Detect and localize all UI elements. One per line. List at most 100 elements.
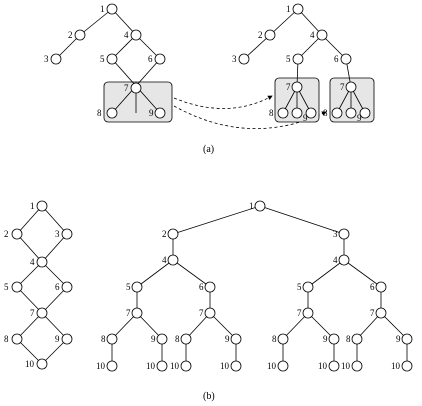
node-unlabeled bbox=[291, 107, 303, 119]
label-5: 5 bbox=[4, 282, 9, 292]
panel-a-left-graph: 1 2 3 4 5 6 7 8 9 bbox=[44, 3, 173, 123]
label-5: 5 bbox=[286, 54, 291, 64]
label-2: 2 bbox=[68, 30, 73, 40]
node-10 bbox=[351, 360, 363, 372]
node-4 bbox=[338, 254, 350, 266]
node-3 bbox=[238, 53, 250, 65]
node-7 bbox=[375, 307, 387, 319]
node-7 bbox=[291, 81, 303, 93]
label-8: 8 bbox=[4, 334, 9, 344]
tree-edge bbox=[307, 312, 335, 340]
label-8: 8 bbox=[272, 334, 277, 344]
label-4: 4 bbox=[162, 255, 167, 265]
panel-a-right-tree: 1 2 3 4 5 6 7 8 9 7 8 9 bbox=[232, 3, 375, 123]
label-9: 9 bbox=[149, 108, 154, 118]
node-5 bbox=[302, 281, 314, 293]
label-2: 2 bbox=[162, 229, 167, 239]
node-8 bbox=[351, 333, 363, 345]
label-6: 6 bbox=[334, 54, 339, 64]
node-1 bbox=[254, 200, 266, 212]
label-7: 7 bbox=[30, 308, 35, 318]
label-8: 8 bbox=[323, 108, 328, 118]
node-1 bbox=[292, 3, 304, 15]
label-5: 5 bbox=[100, 54, 105, 64]
node-8 bbox=[331, 107, 343, 119]
node-9 bbox=[359, 107, 371, 119]
node-7 bbox=[36, 307, 48, 319]
label-3: 3 bbox=[232, 54, 237, 64]
node-6 bbox=[340, 53, 352, 65]
node-7 bbox=[204, 307, 216, 319]
caption-a: (a) bbox=[203, 144, 214, 155]
label-2: 2 bbox=[258, 30, 263, 40]
node-10 bbox=[401, 360, 413, 372]
tree-edge bbox=[343, 259, 382, 288]
label-9: 9 bbox=[323, 334, 328, 344]
tree-edge bbox=[209, 312, 237, 340]
label-10: 10 bbox=[341, 361, 351, 371]
tree-edge bbox=[136, 312, 163, 340]
tree-edge bbox=[282, 312, 309, 340]
node-6 bbox=[375, 281, 387, 293]
node-2 bbox=[74, 29, 86, 41]
label-6: 6 bbox=[148, 54, 153, 64]
label-7: 7 bbox=[286, 82, 291, 92]
label-6: 6 bbox=[55, 282, 60, 292]
label-8: 8 bbox=[346, 334, 351, 344]
node-9 bbox=[154, 107, 166, 119]
label-7: 7 bbox=[126, 308, 131, 318]
label-9: 9 bbox=[55, 334, 60, 344]
label-9: 9 bbox=[303, 113, 308, 123]
label-4: 4 bbox=[124, 30, 129, 40]
label-9: 9 bbox=[225, 334, 230, 344]
tree-edge bbox=[111, 312, 138, 340]
node-3 bbox=[338, 228, 350, 240]
node-unlabeled bbox=[345, 107, 357, 119]
node-2 bbox=[167, 228, 179, 240]
node-10 bbox=[180, 360, 192, 372]
node-10 bbox=[277, 360, 289, 372]
label-3: 3 bbox=[44, 54, 49, 64]
label-1: 1 bbox=[100, 4, 105, 14]
node-8 bbox=[106, 107, 118, 119]
node-5 bbox=[292, 53, 304, 65]
node-5 bbox=[131, 281, 143, 293]
tree-edge bbox=[307, 259, 345, 288]
label-10: 10 bbox=[170, 361, 180, 371]
label-8: 8 bbox=[101, 334, 106, 344]
node-6 bbox=[61, 281, 73, 293]
node-4 bbox=[316, 29, 328, 41]
node-1 bbox=[36, 200, 48, 212]
label-10: 10 bbox=[146, 361, 156, 371]
label-10: 10 bbox=[318, 361, 328, 371]
node-5 bbox=[106, 53, 118, 65]
label-7: 7 bbox=[370, 308, 375, 318]
node-8 bbox=[277, 107, 289, 119]
node-10 bbox=[106, 360, 118, 372]
node-7 bbox=[302, 307, 314, 319]
node-8 bbox=[180, 333, 192, 345]
label-10: 10 bbox=[96, 361, 106, 371]
label-4: 4 bbox=[30, 257, 35, 267]
tree-edge bbox=[380, 312, 408, 340]
node-7 bbox=[130, 82, 142, 94]
node-9 bbox=[401, 333, 413, 345]
label-6: 6 bbox=[199, 282, 204, 292]
caption-b: (b) bbox=[203, 391, 215, 402]
node-8 bbox=[106, 333, 118, 345]
node-10 bbox=[36, 358, 48, 370]
node-7 bbox=[345, 81, 357, 93]
label-8: 8 bbox=[175, 334, 180, 344]
node-10 bbox=[156, 360, 168, 372]
copy-arrow-1 bbox=[173, 95, 273, 109]
label-9: 9 bbox=[151, 334, 156, 344]
label-1: 1 bbox=[286, 4, 291, 14]
node-9 bbox=[305, 107, 317, 119]
node-1 bbox=[106, 3, 118, 15]
node-9 bbox=[156, 333, 168, 345]
node-9 bbox=[230, 333, 242, 345]
node-3 bbox=[50, 53, 62, 65]
label-7: 7 bbox=[124, 83, 129, 93]
